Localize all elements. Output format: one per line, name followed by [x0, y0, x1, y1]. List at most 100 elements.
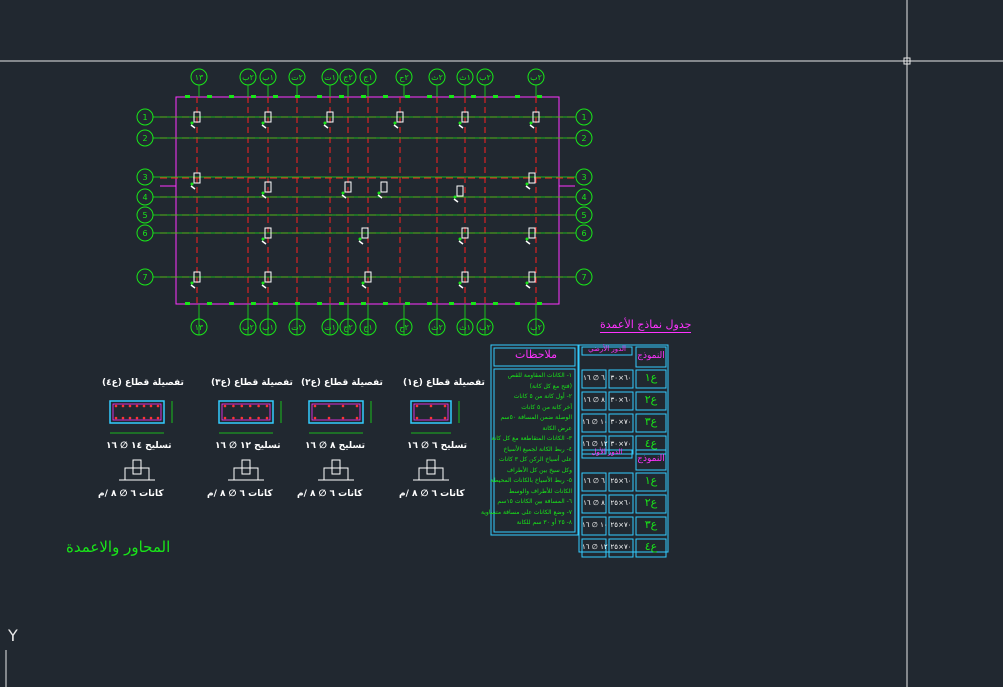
column-tag [261, 237, 265, 241]
axis-bubble [575, 268, 593, 286]
column-tag [393, 121, 397, 125]
rebar-dot [313, 416, 317, 420]
axis-label: ١ب [262, 323, 274, 332]
frame-marker [185, 95, 190, 98]
axis-bubble [456, 318, 474, 336]
axis-label: ٢ج [343, 323, 352, 332]
axis-label: ١ب [262, 73, 274, 82]
section-stirrups: كانات ٦ ∅ ٨ /م [297, 489, 363, 499]
column-leader [358, 240, 364, 245]
frame-marker [471, 302, 476, 305]
dims-cell [608, 516, 634, 536]
column-leader [525, 240, 531, 245]
section-stirrups: كانات ٦ ∅ ٨ /م [399, 489, 465, 499]
section-stirrups: كانات ٦ ∅ ٨ /م [207, 489, 273, 499]
rebar-dot [355, 416, 359, 420]
steel-cell [581, 391, 607, 411]
axis-bubble [428, 68, 446, 86]
frame-marker [427, 95, 432, 98]
axis-label: ٢ب [242, 73, 254, 82]
section-stirrup [221, 403, 271, 421]
column-leader [261, 124, 267, 129]
frame-marker [273, 95, 278, 98]
axis-bubble [321, 318, 339, 336]
steel-cell [581, 494, 607, 514]
rebar-dot [240, 416, 244, 420]
axis-label: 2 [581, 134, 586, 143]
model-cell [635, 413, 667, 433]
rebar-dot [257, 416, 260, 420]
axis-label: ١ج [363, 323, 372, 332]
column-tag [358, 237, 362, 241]
axis-bubble [359, 68, 377, 86]
column-mark [264, 181, 272, 193]
frame-marker [273, 302, 278, 305]
column-mark [461, 111, 469, 123]
column-mark [532, 111, 540, 123]
rebar-dot [429, 404, 433, 408]
frame-marker [185, 302, 190, 305]
column-mark [528, 227, 536, 239]
row-steel: ١٠ ∅ ١٦ [582, 418, 608, 426]
notes-frame [490, 344, 579, 536]
section-title: تفصيلة قطاع (ع٣) [211, 378, 293, 388]
column-mark [361, 227, 369, 239]
frame-marker [449, 95, 454, 98]
column-tag [529, 121, 533, 125]
axis-label: ٢ب [479, 73, 491, 82]
rebar-dot [429, 416, 433, 420]
row-dims: ٧٠×٢٥ [610, 543, 632, 551]
column-leader [458, 284, 464, 289]
rebar-dot [341, 416, 345, 420]
frame-marker [317, 302, 322, 305]
drawing-title: المحاور والاعمدة [66, 538, 171, 556]
axis-bubble [428, 318, 446, 336]
axis-bubble [575, 188, 593, 206]
axis-bubble [395, 68, 413, 86]
model-header: النموذج [637, 351, 665, 361]
dims-cell [608, 391, 634, 411]
row-steel: ١٢ ∅ ١٦ [582, 440, 608, 448]
column-leader [261, 194, 267, 199]
column-mark [264, 111, 272, 123]
rebar-dot [341, 404, 345, 408]
frame-marker [471, 95, 476, 98]
column-leader [190, 284, 196, 289]
axis-bubble [395, 318, 413, 336]
section-outline [109, 400, 165, 424]
model-header-cell [635, 449, 667, 471]
column-mark [456, 185, 464, 197]
axis-bubble [136, 268, 154, 286]
section-outline [308, 400, 364, 424]
rebar-dot [265, 416, 269, 420]
row-model: ع٢ [644, 393, 658, 406]
frame-marker [515, 302, 520, 305]
column-leader [529, 124, 535, 129]
axis-bubble [288, 318, 306, 336]
axis-bubble [190, 318, 208, 336]
steel-cell [581, 413, 607, 433]
section-outline [410, 400, 452, 424]
rebar-dot [121, 416, 125, 420]
rebar-dot [240, 404, 244, 408]
frame-marker [295, 302, 300, 305]
rebar-dot [443, 404, 447, 408]
column-leader [393, 124, 399, 129]
column-mark [193, 172, 201, 184]
axis-label: ٢ب [479, 323, 491, 332]
axis-bubble [476, 68, 494, 86]
notes-title: ملاحظات [515, 348, 557, 361]
axis-bubble [259, 68, 277, 86]
axis-label: ١ج [363, 73, 372, 82]
rebar-dot [114, 404, 118, 408]
row-dims: ٦٠×٢٥ [610, 499, 632, 507]
row-steel: ٦ ∅ ١٦ [583, 374, 605, 382]
frame-marker [339, 95, 344, 98]
section-bars: تسليح ٨ ∅ ١٦ [305, 441, 365, 451]
note-line: أخر كانة من ٥ كانات [521, 403, 572, 411]
axis-label: ١٣ [195, 323, 204, 332]
row-steel: ٨ ∅ ١٦ [583, 499, 605, 507]
axis-label: 4 [581, 193, 586, 202]
rebar-dot [142, 404, 146, 408]
